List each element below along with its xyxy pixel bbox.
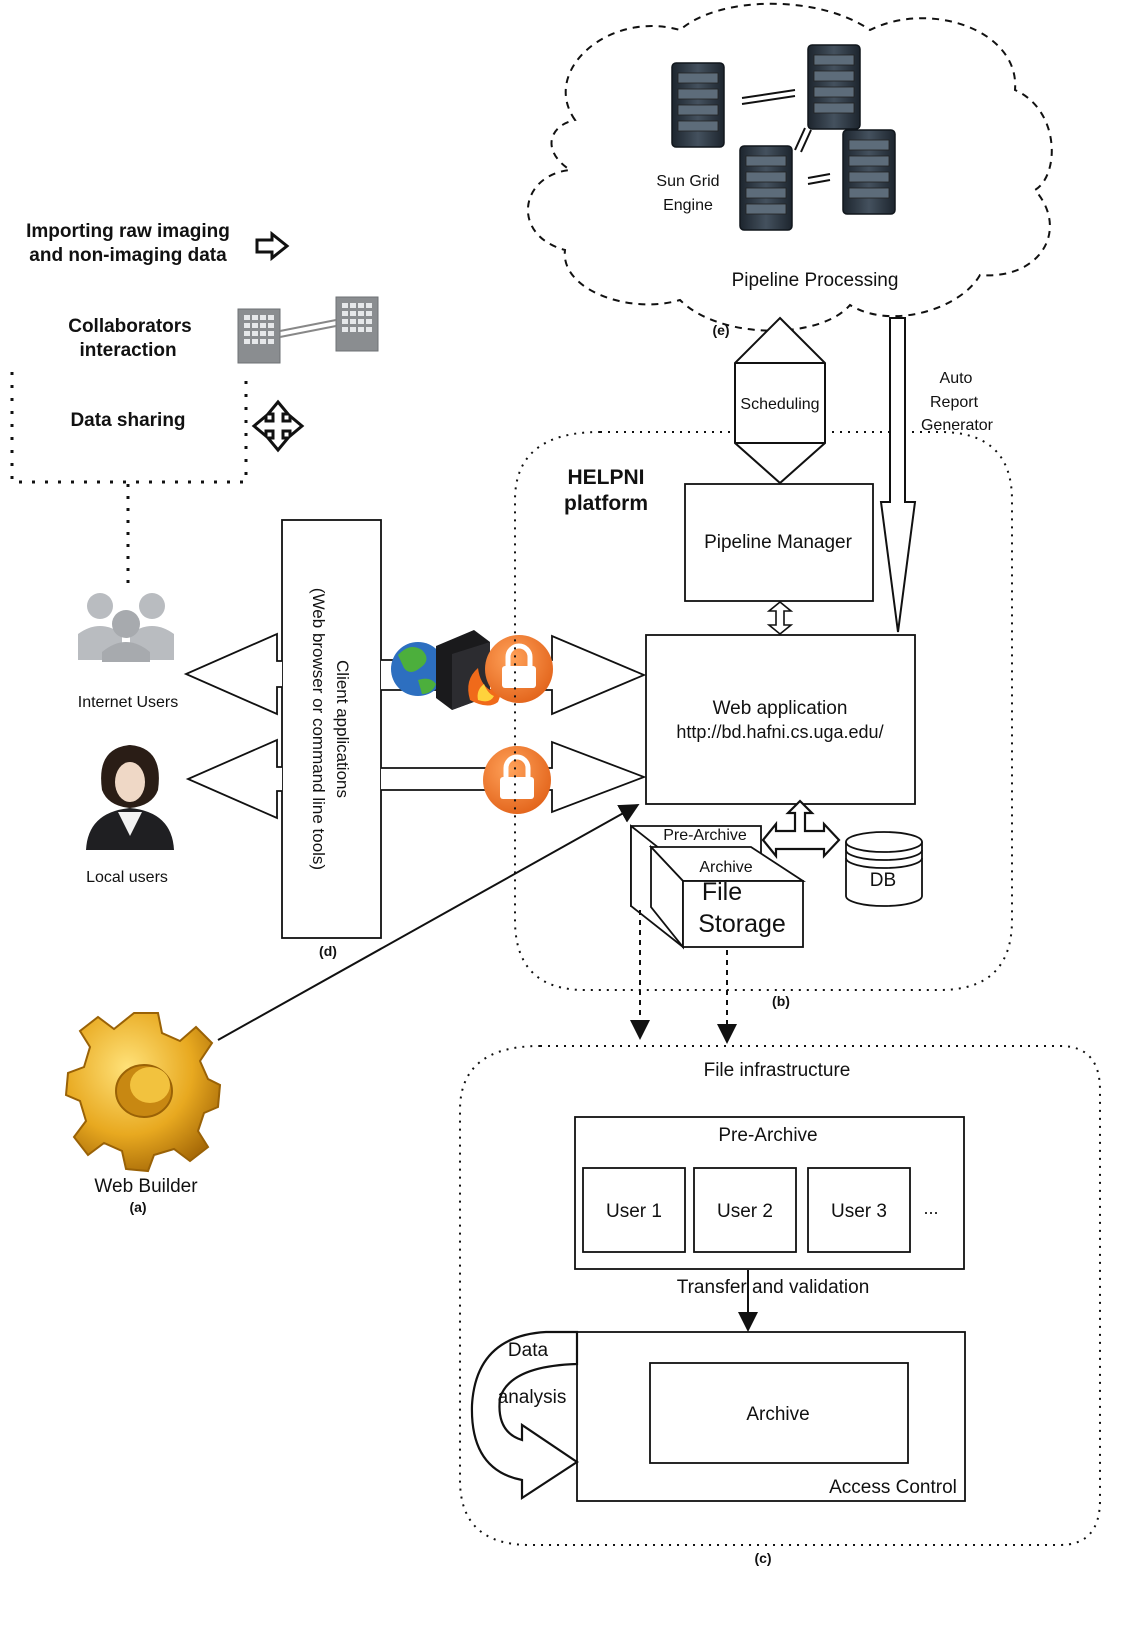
legend-collab-line2: interaction (79, 340, 176, 361)
web-builder-label: Web Builder (94, 1176, 198, 1197)
helpni-title-line2: platform (564, 492, 648, 515)
client-to-internet-users-arrow (183, 632, 282, 716)
auto-report-line2: Report (930, 394, 979, 411)
web-application-url: http://bd.hafni.cs.uga.edu/ (676, 722, 883, 742)
pipeline-manager-label: Pipeline Manager (704, 532, 853, 553)
helpni-title-line1: HELPNI (567, 466, 644, 489)
legend-sharing: Data sharing (70, 410, 185, 431)
client-to-local-users-arrow (185, 738, 282, 820)
local-users-label: Local users (86, 869, 168, 886)
web-application-label: Web application (713, 698, 848, 719)
legend-collab-line1: Collaborators (68, 316, 192, 337)
scheduling-arrow-shaft (736, 362, 824, 444)
gear-icon (64, 1012, 222, 1173)
marker-a: (a) (129, 1199, 146, 1215)
file-storage-line2: Storage (698, 910, 786, 938)
storage-archive-label: Archive (699, 859, 752, 876)
auto-report-line1: Auto (940, 370, 973, 387)
data-sharing-icon (251, 399, 305, 453)
file-infrastructure-title: File infrastructure (704, 1060, 851, 1081)
data-analysis-line2: analysis (498, 1387, 567, 1408)
user-box (807, 1167, 911, 1253)
file-infrastructure-boundary (459, 1045, 1101, 1546)
lock-icon (483, 746, 551, 814)
user-box (693, 1167, 797, 1253)
marker-c: (c) (754, 1550, 771, 1566)
server-icon (807, 44, 861, 130)
server-icon (739, 145, 793, 231)
internet-users-icon (78, 593, 174, 662)
archive-label: Archive (746, 1404, 809, 1425)
user-box (582, 1167, 686, 1253)
user-box-label: User 3 (831, 1201, 887, 1222)
sge-label-line1: Sun Grid (656, 173, 719, 190)
scheduling-label: Scheduling (740, 396, 819, 413)
scheduling-label-bg (736, 390, 824, 416)
storage-pre-archive-label: Pre-Archive (663, 827, 747, 844)
building-icon (237, 308, 281, 364)
web-application-box (645, 634, 916, 805)
local-user-icon (86, 745, 174, 850)
builder-to-webapp-arrow (217, 804, 640, 1041)
more-users-ellipsis: ... (923, 1198, 938, 1218)
building-link (279, 319, 337, 338)
server-icon (842, 129, 896, 215)
sge-label-line2: Engine (663, 197, 713, 214)
user-box-label: User 2 (717, 1201, 773, 1222)
data-analysis-line1: Data (508, 1340, 549, 1361)
auto-report-arrow (879, 317, 917, 633)
marker-d: (d) (319, 943, 337, 959)
server-links (741, 89, 831, 185)
pm-webapp-arrow (766, 600, 794, 636)
marker-e: (e) (712, 322, 729, 338)
server-icon (671, 62, 725, 148)
pipeline-manager-box (684, 483, 874, 602)
firewall-icon (436, 630, 501, 710)
db-label: DB (870, 870, 896, 891)
client-applications-line2: (Web browser or command line tools) (309, 588, 328, 870)
data-sharing-box (10, 372, 248, 484)
legend-importing-line2: and non-imaging data (29, 245, 227, 266)
legend-importing-line1: Importing raw imaging (26, 221, 230, 242)
client-applications-box (281, 519, 382, 939)
internet-users-label: Internet Users (78, 694, 178, 711)
globe-icon (391, 642, 445, 696)
archive-box (649, 1362, 909, 1464)
webapp-storage-db-arrow (761, 799, 841, 860)
building-icon (335, 296, 379, 352)
pipeline-processing-label: Pipeline Processing (732, 270, 899, 291)
pipeline-processing-cloud (526, 2, 1053, 332)
transfer-validation-label: Transfer and validation (677, 1277, 870, 1298)
marker-b: (b) (772, 993, 790, 1009)
import-arrow-icon (255, 230, 290, 262)
user-box-label: User 1 (606, 1201, 662, 1222)
lock-icon (485, 635, 553, 703)
client-applications-line1: Client applications (333, 660, 352, 798)
auto-report-line3: Generator (921, 417, 994, 434)
access-control-label: Access Control (829, 1477, 957, 1498)
db-cylinder (845, 831, 923, 907)
data-analysis-arrow (470, 1330, 579, 1501)
file-storage-line1: File (702, 878, 742, 906)
file-storage-stack (630, 824, 807, 950)
pre-archive-title: Pre-Archive (718, 1125, 817, 1146)
